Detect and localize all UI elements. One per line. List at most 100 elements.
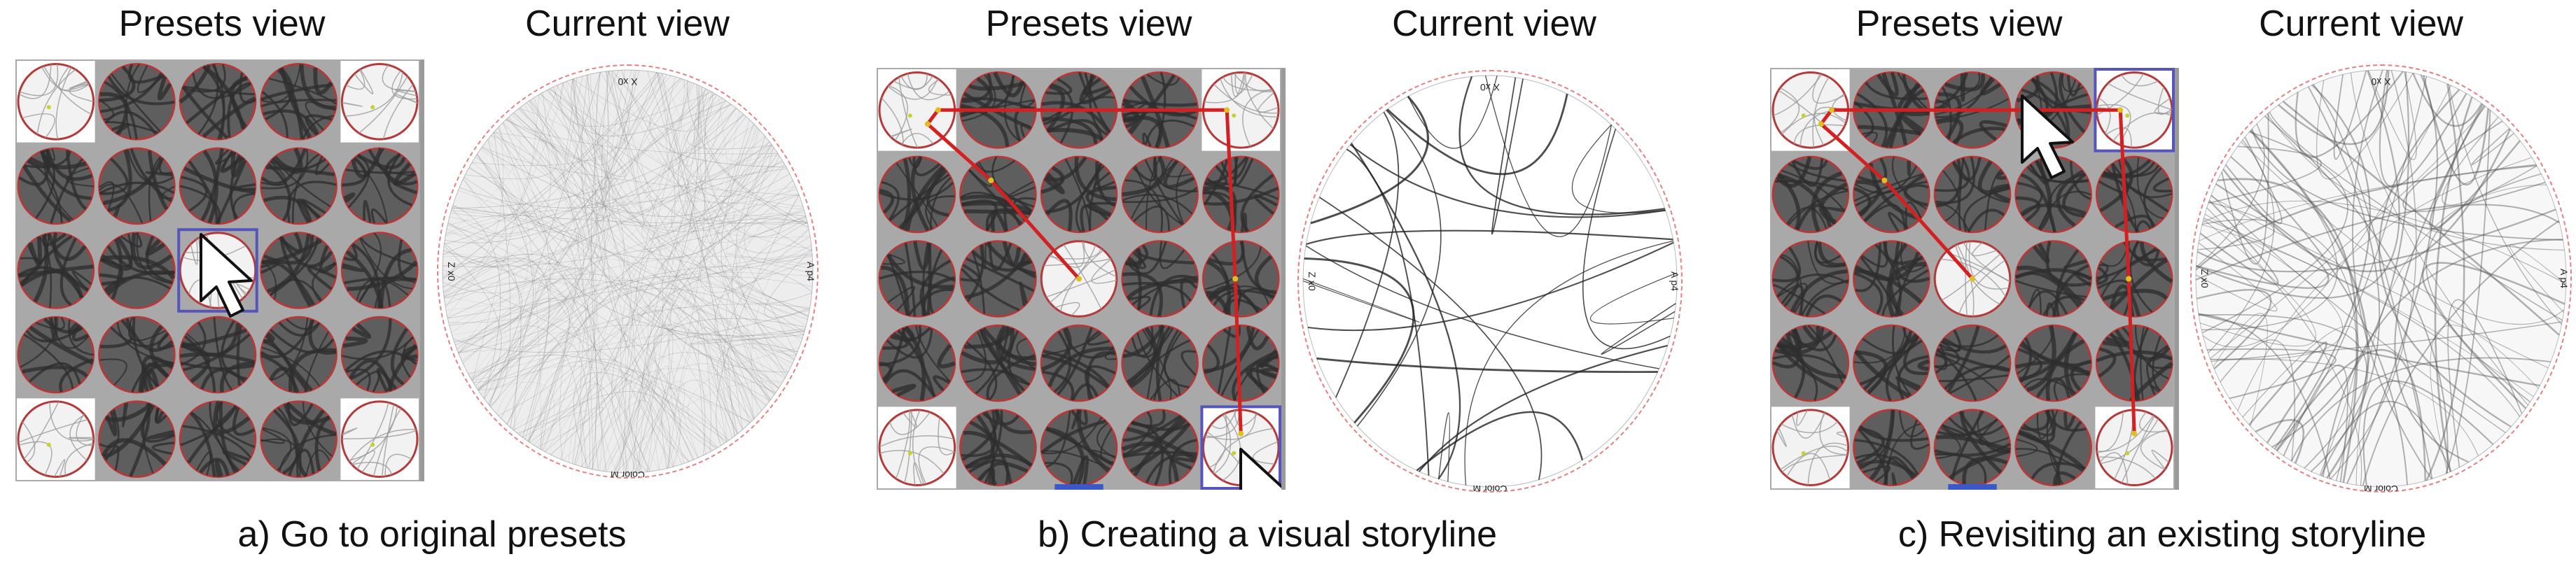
preset-cell[interactable]	[1853, 409, 1930, 487]
view-label-bottom: Color M	[1473, 483, 1507, 491]
presets-view-title: Presets view	[1856, 3, 2063, 44]
preset-cell[interactable]	[340, 147, 419, 225]
scroll-indicator[interactable]	[1054, 484, 1103, 490]
preset-cell[interactable]	[1771, 240, 1850, 318]
preset-cell[interactable]	[1121, 324, 1199, 402]
preset-cell[interactable]	[1853, 240, 1930, 318]
preset-cell[interactable]	[340, 316, 419, 394]
preset-cell[interactable]	[17, 61, 95, 143]
preset-cell[interactable]	[1121, 409, 1199, 487]
preset-cell[interactable]	[1040, 155, 1118, 234]
panel-caption: b) Creating a visual storyline	[1037, 514, 1498, 555]
panel-caption: a) Go to original presets	[237, 514, 627, 555]
preset-cell[interactable]	[17, 398, 95, 480]
current-view-title: Current view	[525, 3, 730, 44]
preset-cell[interactable]	[1771, 155, 1850, 234]
presets-view-title: Presets view	[985, 3, 1192, 44]
preset-cell[interactable]	[1121, 155, 1199, 234]
preset-cell[interactable]	[1040, 324, 1118, 402]
preset-cell[interactable]	[179, 147, 257, 225]
preset-cell[interactable]	[17, 147, 95, 225]
mouse-cursor-icon	[200, 233, 253, 318]
preset-cell[interactable]	[959, 324, 1037, 402]
preset-cell[interactable]	[2014, 155, 2092, 234]
preset-cell[interactable]	[260, 232, 337, 309]
preset-cell[interactable]	[959, 240, 1037, 318]
current-view-plot[interactable]: X x0 Color M Z x0 A p4	[2192, 66, 2570, 491]
preset-cell[interactable]	[1933, 71, 2012, 149]
selected-preset-highlight	[177, 228, 258, 313]
presets-grid-canvas[interactable]	[1770, 68, 2175, 490]
view-label-right: A p4	[1669, 271, 1680, 291]
preset-cell[interactable]	[1202, 324, 1280, 402]
preset-cell[interactable]	[98, 316, 176, 394]
mouse-cursor-icon	[1239, 448, 1281, 490]
preset-cell[interactable]	[2095, 240, 2173, 318]
current-view-canvas[interactable]: X x0 Color M Z x0 A p4	[2190, 64, 2572, 493]
preset-cell[interactable]	[1853, 155, 1930, 234]
preset-cell[interactable]	[878, 240, 956, 318]
presets-grid[interactable]	[877, 68, 1286, 490]
preset-cell[interactable]	[179, 400, 257, 479]
preset-cell[interactable]	[1771, 406, 1850, 488]
panel-caption: c) Revisiting an existing storyline	[1898, 514, 2427, 555]
current-view-plot[interactable]: X x0 Color M Z x0 A p4	[1299, 71, 1681, 491]
preset-cell[interactable]	[1771, 324, 1850, 402]
view-label-right: A p4	[2558, 269, 2570, 288]
view-label-top: X x0	[618, 76, 637, 87]
preset-cell[interactable]	[1040, 409, 1118, 487]
view-label-bottom: Color M	[2364, 483, 2398, 491]
view-label-left: Z x0	[1307, 271, 1318, 290]
preset-cell[interactable]	[340, 61, 419, 143]
preset-cell[interactable]	[260, 147, 337, 225]
preset-cell[interactable]	[1202, 240, 1280, 318]
preset-cell[interactable]	[260, 63, 337, 141]
preset-cell[interactable]	[2095, 155, 2173, 234]
scroll-indicator[interactable]	[1948, 484, 1997, 490]
presets-grid[interactable]	[15, 59, 424, 481]
current-view-canvas[interactable]: X x0 Color M Z x0 A p4	[1297, 70, 1683, 493]
preset-cell[interactable]	[1121, 240, 1199, 318]
preset-cell[interactable]	[2014, 409, 2092, 487]
presets-grid[interactable]	[1770, 68, 2179, 490]
preset-cell[interactable]	[878, 324, 956, 402]
preset-cell[interactable]	[1933, 409, 2012, 487]
preset-cell[interactable]	[179, 63, 257, 141]
preset-cell[interactable]	[179, 316, 257, 394]
preset-cell[interactable]	[2095, 324, 2173, 402]
presets-grid-canvas[interactable]	[15, 59, 420, 481]
preset-cell[interactable]	[959, 409, 1037, 487]
preset-cell[interactable]	[878, 406, 956, 488]
preset-cell[interactable]	[98, 147, 176, 225]
preset-cell[interactable]	[98, 63, 176, 141]
preset-cell[interactable]	[1853, 324, 1930, 402]
preset-cell[interactable]	[1933, 155, 2012, 234]
panel-a: Presets view Current view X x0 Color M Z x…	[0, 0, 840, 566]
view-label-left: Z x0	[446, 262, 457, 281]
presets-grid-canvas[interactable]	[877, 68, 1281, 490]
preset-cell[interactable]	[17, 232, 95, 309]
mouse-cursor-icon	[2021, 94, 2074, 179]
view-label-bottom: Color M	[611, 469, 645, 477]
preset-cell[interactable]	[98, 400, 176, 479]
preset-cell[interactable]	[1933, 324, 2012, 402]
preset-cell[interactable]	[1202, 69, 1280, 151]
preset-cell[interactable]	[340, 398, 419, 480]
preset-cell[interactable]	[340, 232, 419, 309]
preset-cell[interactable]	[98, 232, 176, 309]
preset-cell[interactable]	[260, 400, 337, 479]
current-view-title: Current view	[2259, 3, 2463, 44]
presets-view-title: Presets view	[118, 3, 326, 44]
view-label-top: X x0	[1480, 82, 1500, 93]
preset-cell[interactable]	[2014, 240, 2092, 318]
preset-cell[interactable]	[260, 316, 337, 394]
preset-cell[interactable]	[2014, 324, 2092, 402]
view-label-left: Z x0	[2199, 269, 2211, 288]
preset-cell[interactable]	[878, 155, 956, 234]
view-label-top: X x0	[2371, 76, 2390, 87]
preset-cell[interactable]	[17, 316, 95, 394]
